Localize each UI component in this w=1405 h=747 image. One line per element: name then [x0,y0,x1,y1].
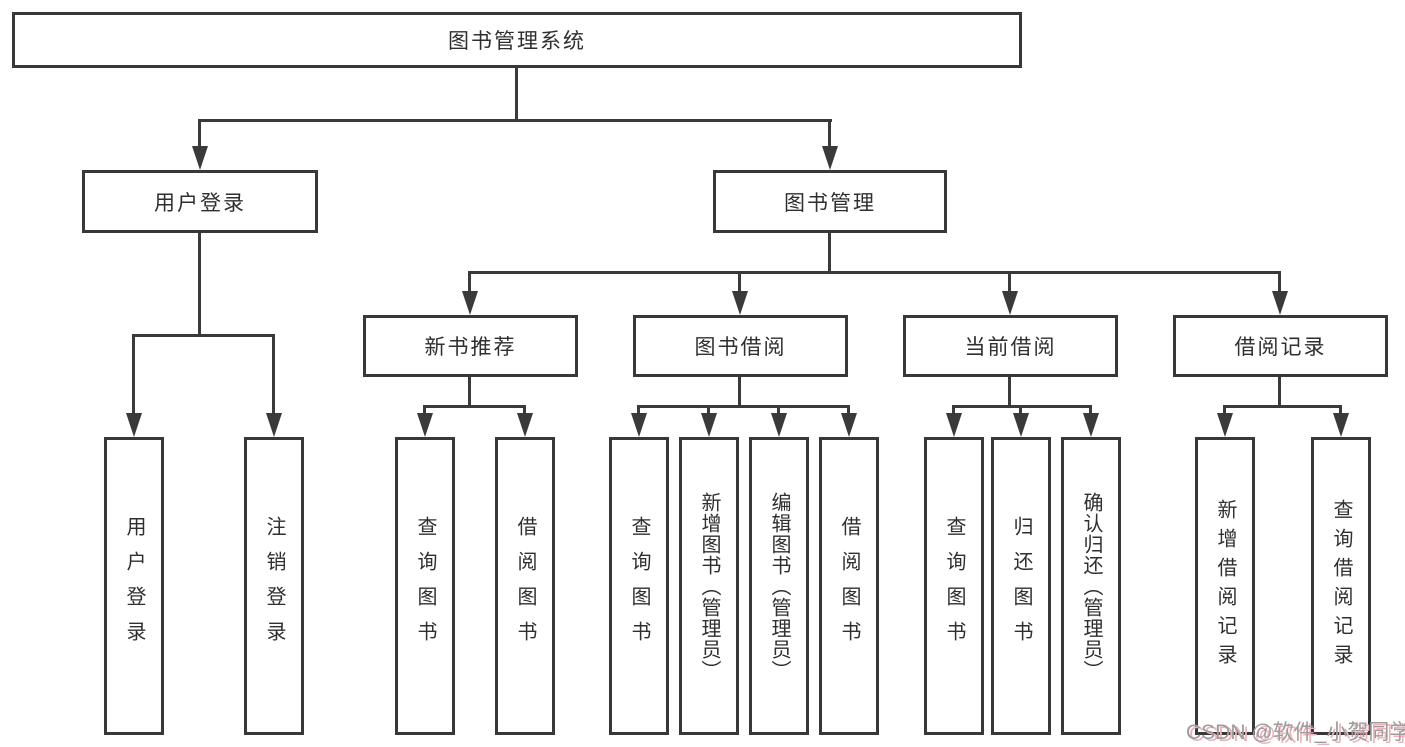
leaf-add-borrow-record: 新增借阅记录 [1195,437,1255,735]
connector-book-mgmt-drop [828,119,831,150]
leaf-query-books-current: 查询图书 [924,437,984,735]
connector-module1-drop [468,271,471,293]
connector-leaf-drop [1339,405,1342,416]
leaf-logout: 注销登录 [244,437,304,735]
connector-current-stub [1008,375,1011,407]
connector-login-rail [132,334,275,337]
arrow-down-icon [631,413,647,437]
connector-recommend-rail [423,405,526,408]
arrow-down-icon [266,413,282,437]
connector-leaf-drop [952,405,955,416]
arrow-down-icon [1333,413,1349,437]
leaf-add-books-admin: 新增图书（管理员） [679,437,739,735]
connector-leaf-drop [1089,405,1092,416]
connector-level3-rail [468,271,1281,274]
leaf-borrow-books-recommend: 借阅图书 [495,437,555,735]
connector-leaf-drop [637,405,640,416]
arrow-down-icon [1217,413,1233,437]
arrow-down-icon [732,291,748,315]
arrow-down-icon [417,413,433,437]
node-root-system: 图书管理系统 [12,12,1022,68]
connector-leaf-drop [707,405,710,416]
leaf-confirm-return-admin: 确认归还（管理员） [1061,437,1121,735]
leaf-edit-books-admin: 编辑图书（管理员） [749,437,809,735]
leaf-borrow-books: 借阅图书 [819,437,879,735]
node-current-borrow: 当前借阅 [903,315,1118,377]
connector-module3-drop [1008,271,1011,293]
leaf-user-login: 用户登录 [104,437,164,735]
arrow-down-icon [1083,413,1099,437]
arrow-down-icon [126,413,142,437]
arrow-down-icon [701,413,717,437]
connector-borrow-stub [738,375,741,407]
arrow-down-icon [841,413,857,437]
arrow-down-icon [192,146,208,170]
node-new-book-recommend: 新书推荐 [363,315,578,377]
leaf-query-books-borrow: 查询图书 [609,437,669,735]
arrow-down-icon [517,413,533,437]
connector-leaf-drop [1019,405,1022,416]
arrow-down-icon [462,291,478,315]
connector-login-stub [198,231,201,336]
node-borrow-records: 借阅记录 [1173,315,1388,377]
connector-login-leaf1-drop [132,334,135,416]
connector-leaf-drop [423,405,426,416]
leaf-query-borrow-record: 查询借阅记录 [1311,437,1371,735]
connector-level2-rail [198,119,832,122]
connector-module2-drop [738,271,741,293]
node-book-management: 图书管理 [713,170,947,233]
connector-login-leaf2-drop [272,334,275,416]
connector-module4-drop [1278,271,1281,293]
connector-current-rail [952,405,1092,408]
connector-root-stub [515,68,518,121]
arrow-down-icon [946,413,962,437]
connector-user-login-drop [198,119,201,150]
connector-leaf-drop [1223,405,1226,416]
leaf-query-books-recommend: 查询图书 [395,437,455,735]
connector-leaf-drop [523,405,526,416]
csdn-watermark: CSDN @软件_小贺同学 [1186,721,1405,744]
connector-mgmt-stub [828,231,831,273]
leaf-return-books: 归还图书 [991,437,1051,735]
arrow-down-icon [1013,413,1029,437]
node-book-borrow: 图书借阅 [633,315,848,377]
connector-leaf-drop [847,405,850,416]
connector-leaf-drop [777,405,780,416]
arrow-down-icon [1272,291,1288,315]
connector-recommend-stub [468,375,471,407]
connector-borrow-rail [637,405,850,408]
connector-records-stub [1278,375,1281,407]
connector-records-rail [1223,405,1342,408]
arrow-down-icon [1002,291,1018,315]
arrow-down-icon [771,413,787,437]
node-user-login: 用户登录 [82,170,318,233]
arrow-down-icon [822,146,838,170]
